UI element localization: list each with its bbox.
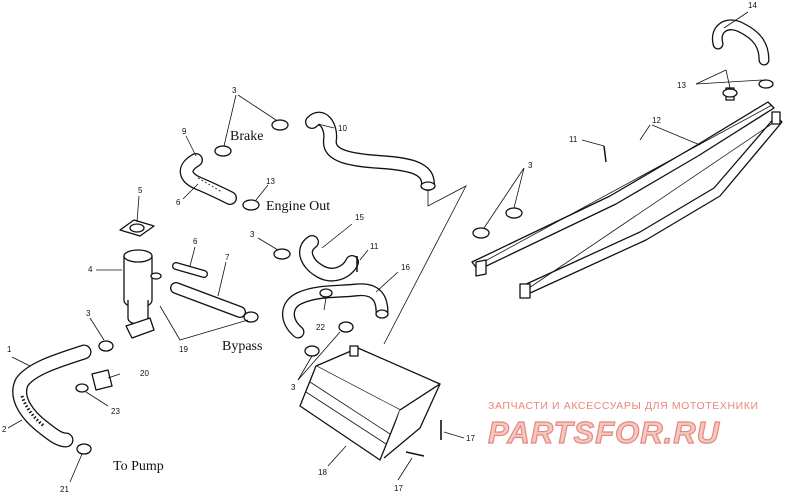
callout-5: 5 [138,186,143,195]
callout-3: 3 [528,161,533,170]
label-engine-out: Engine Out [266,199,330,214]
fitting-20 [91,369,113,391]
hose-1 [12,344,92,455]
hose-6 [172,262,208,278]
callout-6: 6 [193,237,198,246]
cooler-rail-lower [519,111,783,299]
callout-14: 14 [748,1,757,10]
callout-3: 3 [291,383,296,392]
hose-14 [711,19,770,66]
clamp-3-brake [214,119,289,157]
callout-12: 12 [652,116,661,125]
callout-9: 9 [182,127,187,136]
tube-7 [170,282,246,318]
callout-11: 11 [370,242,379,251]
clamp-3-center [304,207,523,357]
bleed-screw-11 [356,145,607,272]
label-brake: Brake [230,129,263,144]
section-labels: Brake Engine Out Bypass To Pump [113,129,330,474]
hose-16 [282,283,389,339]
callout-18: 18 [318,468,327,477]
callout-17: 17 [394,484,403,492]
watermark-tagline: ЗАПЧАСТИ И АКСЕССУАРЫ ДЛЯ МОТОТЕХНИКИ [488,400,759,412]
hose-15 [299,235,359,282]
callout-3: 3 [86,309,91,318]
clamp-3-bypass [98,248,291,352]
callout-15: 15 [355,213,364,222]
coolant-reservoir [123,249,162,339]
callout-20: 20 [140,369,149,378]
callout-22: 22 [316,323,325,332]
callout-2: 2 [2,425,7,434]
callout-10: 10 [338,124,347,133]
callout-3: 3 [250,230,255,239]
leader-lines [7,11,763,483]
callout-21: 21 [60,485,69,492]
callout-13: 13 [677,81,686,90]
callout-13: 13 [266,177,275,186]
callout-7: 7 [225,253,230,262]
callout-17: 17 [466,434,475,443]
clamp-13-right [722,79,774,98]
watermark: ЗАПЧАСТИ И АКСЕССУАРЫ ДЛЯ МОТОТЕХНИКИ PA… [487,400,759,451]
hose-9 [179,153,237,205]
callout-19: 19 [179,345,188,354]
callout-23: 23 [111,407,120,416]
heat-exchanger [299,345,441,461]
label-to-pump: To Pump [113,459,164,474]
callout-16: 16 [401,263,410,272]
callout-1: 1 [7,345,12,354]
hose-10 [305,111,436,191]
callout-numbers: 3 9 10 6 13 5 4 6 7 3 19 3 1 2 20 23 21 … [2,1,757,492]
filler-cap [119,219,155,237]
callout-11: 11 [569,135,578,144]
label-bypass: Bypass [222,339,262,354]
rivet-17 [405,420,442,457]
callout-3: 3 [232,86,237,95]
o-ring-23 [75,383,89,393]
callout-4: 4 [88,265,93,274]
clamp-13-engine [242,199,260,211]
watermark-brand: PARTSFOR.RU [488,415,721,450]
callout-6: 6 [176,198,181,207]
